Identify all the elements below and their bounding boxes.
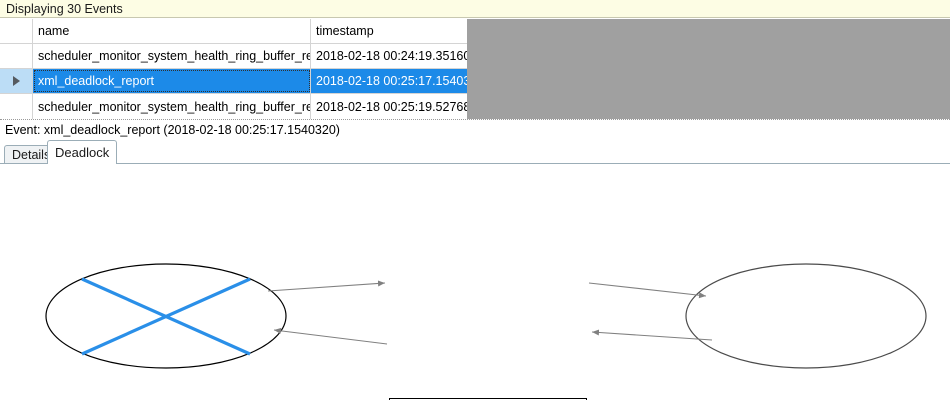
tab-strip: Details Deadlock: [0, 140, 950, 164]
table-row[interactable]: scheduler_monitor_system_health_ring_buf…: [0, 44, 467, 69]
key-lock-node-top[interactable]: Key Lock HoBt ID: 72057594214154240 asso…: [389, 398, 587, 400]
events-count-banner: Displaying 30 Events: [0, 0, 950, 18]
tab-deadlock[interactable]: Deadlock: [47, 140, 118, 164]
events-count-label: Displaying 30 Events: [6, 1, 123, 16]
row-timestamp-cell[interactable]: 2018-02-18 00:25:19.5276859: [311, 94, 467, 119]
events-grid[interactable]: name timestamp scheduler_monitor_system_…: [0, 19, 468, 119]
table-row-selected[interactable]: xml_deadlock_report 2018-02-18 00:25:17.…: [0, 69, 467, 94]
victim-marker-line-b: [81, 277, 251, 356]
edge-request-x-line: [591, 329, 713, 341]
row-name-cell[interactable]: xml_deadlock_report: [33, 69, 311, 93]
tab-deadlock-label: Deadlock: [55, 145, 110, 160]
row-selector-cell[interactable]: [0, 69, 33, 93]
events-grid-container[interactable]: name timestamp scheduler_monitor_system_…: [0, 19, 950, 119]
grid-header-timestamp[interactable]: timestamp: [311, 19, 467, 44]
grid-header-selector: [0, 19, 33, 44]
table-row[interactable]: scheduler_monitor_system_health_ring_buf…: [0, 94, 467, 119]
deadlock-graph-canvas: [45, 263, 927, 369]
row-arrow-icon: [12, 76, 20, 86]
edge-owner-s-line: [273, 327, 388, 345]
row-timestamp-cell[interactable]: 2018-02-18 00:24:19.3516078: [311, 44, 467, 68]
tab-details-label: Details: [12, 148, 51, 162]
grid-header-name[interactable]: name: [33, 19, 311, 44]
edge-owner-x-line: [588, 282, 707, 299]
row-selector-cell[interactable]: [0, 94, 33, 119]
row-name-cell[interactable]: scheduler_monitor_system_health_ring_buf…: [33, 44, 311, 68]
edge-request-s-line: [267, 280, 386, 292]
deadlock-graph-panel[interactable]: Server process Id: 86 Server batch Id: 0…: [0, 163, 950, 400]
process-node-right[interactable]: [685, 263, 927, 369]
grid-header-row: name timestamp: [0, 19, 467, 44]
event-detail-header: Event: xml_deadlock_report (2018-02-18 0…: [0, 119, 950, 139]
row-timestamp-cell[interactable]: 2018-02-18 00:25:17.1540320: [311, 69, 467, 93]
event-detail-title: Event: xml_deadlock_report (2018-02-18 0…: [5, 122, 340, 137]
row-name-cell[interactable]: scheduler_monitor_system_health_ring_buf…: [33, 94, 311, 119]
row-selector-cell[interactable]: [0, 44, 33, 68]
